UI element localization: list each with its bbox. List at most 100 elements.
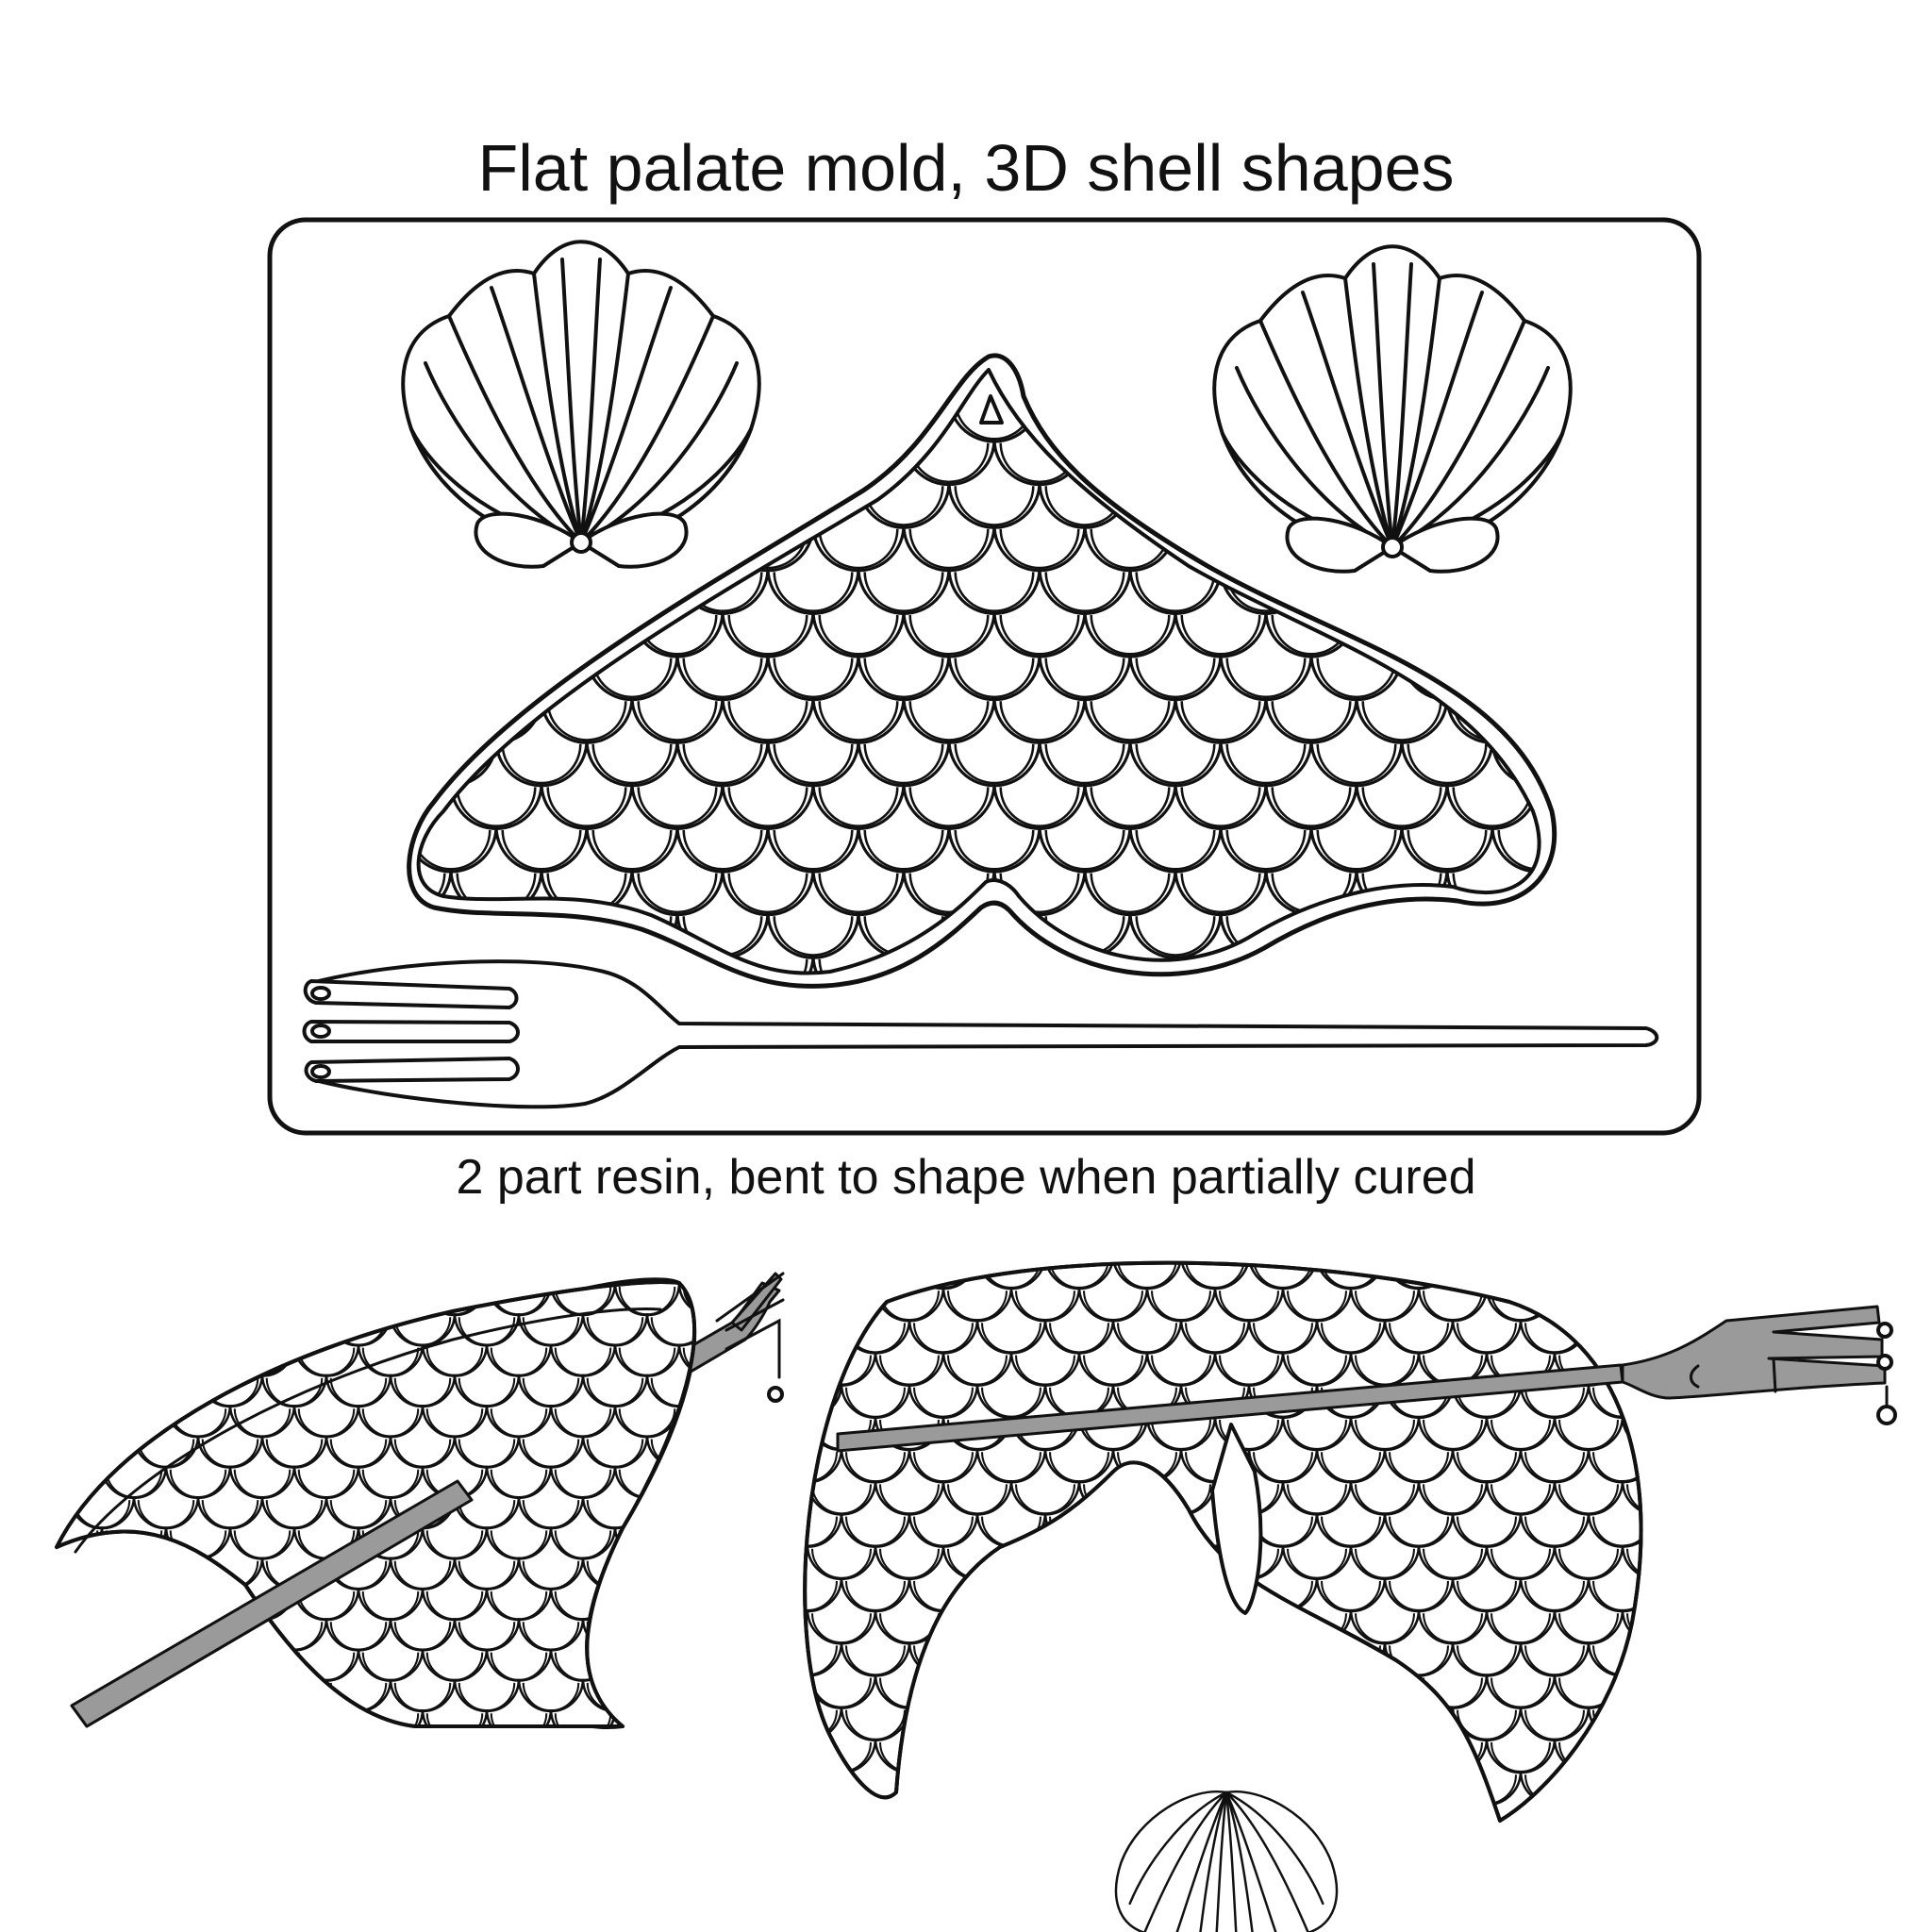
scale-arc (902, 955, 996, 974)
scale-arc (711, 1496, 775, 1528)
scale-arc-inner (546, 787, 627, 827)
scale-arc-inner (773, 916, 854, 957)
scallop-shell-small (1114, 1790, 1339, 1932)
scale-arc (711, 1618, 775, 1650)
scale-arc (1553, 1803, 1624, 1821)
scale-arc (228, 1648, 296, 1682)
scale-arc (1128, 654, 1223, 702)
scale-arc (645, 1496, 695, 1530)
scale-arc (0, 1344, 38, 1376)
scale-arc (1128, 912, 1223, 959)
scale-arc-inner (0, 1287, 33, 1314)
scale-arc (1400, 568, 1494, 615)
scale-arc (1077, 1609, 1149, 1645)
scale-arc (1451, 1262, 1523, 1291)
scale-arc-inner (744, 1484, 803, 1513)
scale-arc-inner (1316, 743, 1397, 785)
scale-arc-inner (650, 1682, 695, 1712)
scale-arc-inner (811, 1807, 872, 1821)
scale-arc (711, 1436, 775, 1468)
scale-arc-inner (418, 528, 446, 570)
scale-arc (1309, 568, 1404, 615)
scale-arc (1281, 1674, 1353, 1709)
scale-arc-inner (73, 1377, 131, 1407)
scale-arc (805, 1771, 843, 1807)
scale-arc-inner (137, 1317, 195, 1346)
scale-arc (992, 783, 1087, 830)
scale-arc (494, 912, 589, 959)
scale-arc-inner (710, 1581, 769, 1610)
scale-arc (1111, 1641, 1183, 1677)
scale-arc (947, 912, 1041, 959)
scale-arc (1536, 525, 1540, 573)
scale-arc (1491, 912, 1540, 959)
scale-arc-inner (744, 1678, 803, 1707)
scale-arc-inner (1661, 1645, 1720, 1674)
scale-arc (1315, 1771, 1387, 1807)
scale-arc (1038, 654, 1132, 702)
scale-arc (198, 1740, 262, 1773)
scale-arc (811, 869, 906, 917)
scale-arc-inner (57, 1622, 67, 1651)
scale-arc-inner (169, 1347, 227, 1376)
scale-arc (70, 1740, 134, 1773)
bent-tail-side-view (0, 1272, 785, 1773)
scale-arc (418, 783, 453, 830)
scale-arc-inner (618, 1530, 676, 1559)
scale-arc-inner (1452, 614, 1533, 656)
scale-arc-inner (954, 572, 1035, 612)
scale-arc (677, 1343, 695, 1377)
scale-arc-inner (1544, 529, 1623, 568)
scale-arc (100, 1282, 168, 1317)
scale-arc (1077, 1674, 1149, 1709)
scale-arc-inner (501, 743, 582, 785)
scale-arc-inner (618, 1713, 676, 1726)
scale-arc (260, 1678, 328, 1713)
scale-arc (1315, 1706, 1387, 1742)
scale-arc-inner (1090, 701, 1171, 741)
scale-arc (583, 1740, 647, 1773)
scale-arc (902, 783, 996, 830)
scale-arc (1179, 1706, 1251, 1742)
scale-arc-inner (546, 701, 627, 741)
scale-arc (647, 1740, 711, 1773)
scale-arc-inner (981, 1709, 1041, 1740)
scale-arc (630, 697, 724, 744)
scale-arc-inner (1151, 1677, 1211, 1708)
scale-arc (711, 1740, 775, 1773)
scale-arc (1038, 740, 1132, 788)
scale-arc-inner (682, 1347, 695, 1376)
scale-arc (706, 1771, 774, 1805)
scale-arc-inner (501, 829, 582, 871)
scale-arc (455, 1740, 519, 1773)
scale-arc (1536, 697, 1540, 744)
scale-arc-inner (1558, 1291, 1619, 1322)
scale-arc (585, 654, 679, 702)
scale-arc-inner (1355, 1807, 1415, 1821)
scale-arc-inner (1049, 1709, 1109, 1740)
scale-arc-inner (1135, 743, 1216, 785)
scale-arc (418, 869, 453, 917)
scale-arc-inner (710, 1452, 769, 1481)
scale-arc-inner (1044, 572, 1125, 612)
scale-arc-inner (947, 1807, 1008, 1821)
scale-arc-inner (1117, 1645, 1177, 1676)
scale-arc-inner (1626, 1741, 1641, 1773)
scale-arc (418, 525, 453, 573)
scale-arc (1587, 1262, 1641, 1291)
scale-arc (677, 1526, 695, 1560)
scale-arc (1349, 1674, 1421, 1709)
scale-arc-inner (169, 1591, 227, 1621)
scale-arc (549, 1709, 617, 1726)
scale-arc-inner (727, 873, 808, 914)
scale-arc-inner (744, 1356, 803, 1385)
scale-arc (449, 610, 543, 658)
scale-arc (585, 568, 679, 615)
scale-arc-inner (1407, 572, 1488, 612)
scale-arc-inner (1321, 1774, 1381, 1806)
scale-arc (947, 654, 1041, 702)
scale-arc-inner (418, 614, 446, 656)
scale-arc (677, 1587, 695, 1622)
scale-arc (811, 783, 906, 830)
scale-arc (315, 741, 406, 786)
